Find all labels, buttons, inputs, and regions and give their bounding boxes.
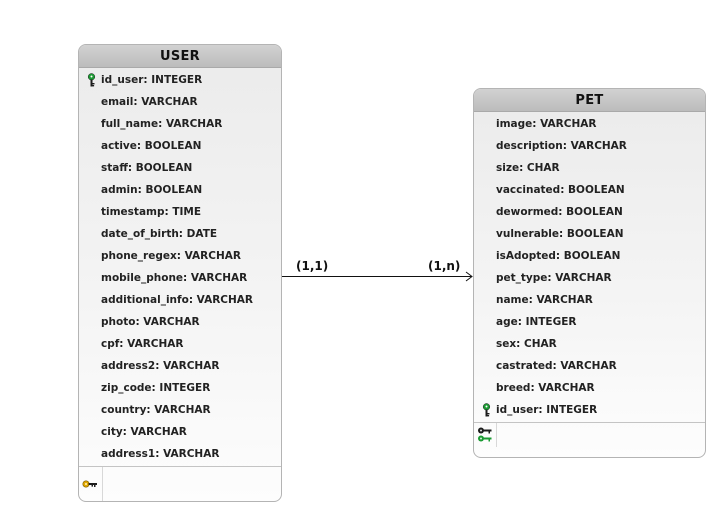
attribute-label: date_of_birth: DATE	[101, 228, 218, 240]
attribute-label: active: BOOLEAN	[101, 140, 202, 152]
key-section-divider	[102, 467, 103, 501]
attribute-label: cpf: VARCHAR	[101, 338, 184, 350]
attribute-row[interactable]: cpf: VARCHAR	[79, 333, 281, 355]
attribute-row[interactable]: sex: CHAR	[474, 333, 705, 355]
entity-user-title: USER	[79, 45, 281, 68]
attribute-label: image: VARCHAR	[496, 118, 597, 130]
attribute-row[interactable]: id_user: INTEGER	[474, 399, 705, 421]
attribute-row[interactable]: timestamp: TIME	[79, 201, 281, 223]
attribute-label: name: VARCHAR	[496, 294, 593, 306]
attribute-row[interactable]: address1: VARCHAR	[79, 443, 281, 465]
attribute-row[interactable]: age: INTEGER	[474, 311, 705, 333]
attribute-label: id_user: INTEGER	[101, 74, 203, 86]
attribute-label: address2: VARCHAR	[101, 360, 220, 372]
attribute-label: castrated: VARCHAR	[496, 360, 617, 372]
entity-user-key-section	[79, 466, 281, 501]
entity-user[interactable]: USER id_user: INTEGER email: VARCHAR full_…	[78, 44, 282, 502]
entity-pet-title: PET	[474, 89, 705, 112]
attribute-label: country: VARCHAR	[101, 404, 211, 416]
attribute-row[interactable]: description: VARCHAR	[474, 135, 705, 157]
attribute-row[interactable]: isAdopted: BOOLEAN	[474, 245, 705, 267]
entity-pet-attributes: image: VARCHAR description: VARCHAR size: …	[474, 112, 705, 421]
attribute-label: sex: CHAR	[496, 338, 557, 350]
attribute-row[interactable]: full_name: VARCHAR	[79, 113, 281, 135]
attribute-label: phone_regex: VARCHAR	[101, 250, 241, 262]
attribute-label: vulnerable: BOOLEAN	[496, 228, 624, 240]
entity-pet[interactable]: PET image: VARCHAR description: VARCHAR si…	[473, 88, 706, 458]
attribute-row[interactable]: admin: BOOLEAN	[79, 179, 281, 201]
attribute-label: isAdopted: BOOLEAN	[496, 250, 621, 262]
attribute-label: breed: VARCHAR	[496, 382, 595, 394]
attribute-row[interactable]: mobile_phone: VARCHAR	[79, 267, 281, 289]
attribute-row[interactable]: date_of_birth: DATE	[79, 223, 281, 245]
key-legend-icon	[477, 426, 493, 448]
attribute-label: dewormed: BOOLEAN	[496, 206, 623, 218]
attribute-label: timestamp: TIME	[101, 206, 202, 218]
primary-key-icon	[87, 73, 96, 87]
attribute-row[interactable]: pet_type: VARCHAR	[474, 267, 705, 289]
entity-user-attributes: id_user: INTEGER email: VARCHAR full_name:…	[79, 68, 281, 465]
attribute-row[interactable]: zip_code: INTEGER	[79, 377, 281, 399]
attribute-row[interactable]: active: BOOLEAN	[79, 135, 281, 157]
attribute-label: age: INTEGER	[496, 316, 577, 328]
attribute-row[interactable]: id_user: INTEGER	[79, 69, 281, 91]
arrowhead-icon	[465, 271, 473, 282]
cardinality-user-side: (1,1)	[296, 259, 329, 273]
foreign-key-icon	[482, 403, 491, 417]
attribute-label: staff: BOOLEAN	[101, 162, 193, 174]
entity-pet-key-section	[474, 422, 705, 457]
primary-key-legend-icon	[82, 474, 98, 493]
attribute-label: photo: VARCHAR	[101, 316, 200, 328]
attribute-row[interactable]: vulnerable: BOOLEAN	[474, 223, 705, 245]
attribute-row[interactable]: country: VARCHAR	[79, 399, 281, 421]
attribute-row[interactable]: vaccinated: BOOLEAN	[474, 179, 705, 201]
attribute-row[interactable]: staff: BOOLEAN	[79, 157, 281, 179]
attribute-row[interactable]: castrated: VARCHAR	[474, 355, 705, 377]
attribute-label: full_name: VARCHAR	[101, 118, 223, 130]
attribute-label: admin: BOOLEAN	[101, 184, 203, 196]
attribute-label: city: VARCHAR	[101, 426, 187, 438]
attribute-row[interactable]: address2: VARCHAR	[79, 355, 281, 377]
attribute-row[interactable]: email: VARCHAR	[79, 91, 281, 113]
attribute-label: email: VARCHAR	[101, 96, 198, 108]
attribute-label: description: VARCHAR	[496, 140, 627, 152]
attribute-row[interactable]: breed: VARCHAR	[474, 377, 705, 399]
attribute-label: additional_info: VARCHAR	[101, 294, 253, 306]
attribute-row[interactable]: dewormed: BOOLEAN	[474, 201, 705, 223]
attribute-row[interactable]: photo: VARCHAR	[79, 311, 281, 333]
attribute-row[interactable]: city: VARCHAR	[79, 421, 281, 443]
attribute-label: vaccinated: BOOLEAN	[496, 184, 625, 196]
cardinality-pet-side: (1,n)	[428, 259, 461, 273]
attribute-label: zip_code: INTEGER	[101, 382, 211, 394]
attribute-label: id_user: INTEGER	[496, 404, 598, 416]
attribute-row[interactable]: additional_info: VARCHAR	[79, 289, 281, 311]
attribute-row[interactable]: phone_regex: VARCHAR	[79, 245, 281, 267]
attribute-row[interactable]: size: CHAR	[474, 157, 705, 179]
attribute-row[interactable]: image: VARCHAR	[474, 113, 705, 135]
attribute-label: size: CHAR	[496, 162, 560, 174]
attribute-label: address1: VARCHAR	[101, 448, 220, 460]
attribute-row[interactable]: name: VARCHAR	[474, 289, 705, 311]
key-section-divider	[496, 423, 497, 447]
attribute-label: pet_type: VARCHAR	[496, 272, 612, 284]
attribute-label: mobile_phone: VARCHAR	[101, 272, 248, 284]
